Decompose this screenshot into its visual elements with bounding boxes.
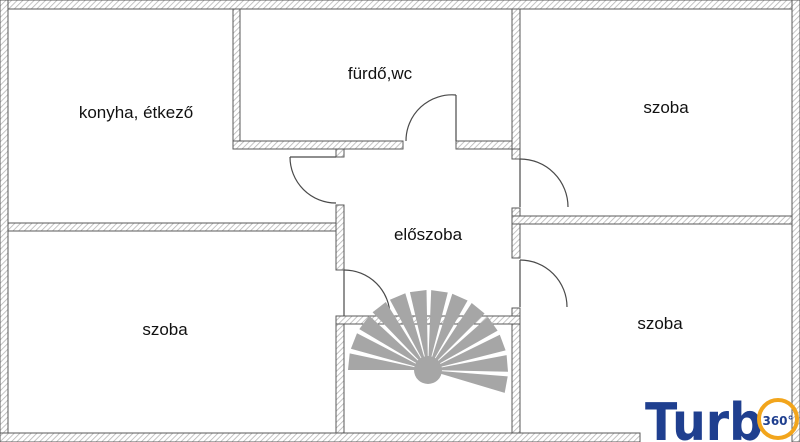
label-kitchen: konyha, étkező [79, 103, 193, 122]
wall-hall-right-top [511, 148, 521, 160]
wall-bath-bottom-right [455, 140, 521, 150]
stair-tread [359, 315, 420, 364]
label-room-left: szoba [142, 320, 188, 339]
label-hall: előszoba [394, 225, 463, 244]
wall-bath-bottom-left [232, 140, 404, 150]
wall-hall-left-top [335, 148, 345, 158]
stair-tread [438, 334, 506, 368]
doors [289, 94, 569, 317]
wall-bath-room [511, 8, 521, 150]
logo-badge-text: 360° [762, 414, 793, 428]
stair-tread [389, 293, 425, 360]
stair-tread [439, 371, 508, 393]
door-room-top-right [519, 158, 569, 208]
logo-word: Turb [645, 393, 763, 442]
label-room-top-right: szoba [643, 98, 689, 117]
door-room-bottom-right [519, 259, 568, 308]
spiral-staircase [348, 290, 508, 393]
wall-left [0, 0, 9, 442]
label-room-bottom-right: szoba [637, 314, 683, 333]
stair-tread [372, 302, 422, 362]
stair-hub [414, 356, 442, 384]
wall-bottom [0, 432, 641, 442]
stair-tread [434, 303, 485, 362]
stair-tread [409, 290, 428, 359]
wall-hall-right-bottom [511, 307, 521, 434]
stair-tread [348, 353, 417, 370]
stair-tread [437, 317, 498, 365]
wall-stair-top [335, 315, 521, 325]
wall-hall-right-mid [511, 207, 521, 259]
wall-hall-left-mid [335, 204, 345, 271]
stair-tread [439, 355, 508, 372]
door-kitchen [289, 156, 337, 204]
label-bathroom: fürdő,wc [348, 64, 413, 83]
wall-kitchen-bath [232, 8, 241, 149]
door-bathroom [405, 94, 457, 142]
room-labels: konyha, étkező fürdő,wc szoba előszoba s… [79, 64, 689, 339]
stair-tread [350, 333, 418, 367]
wall-top [0, 0, 800, 10]
wall-right [791, 0, 800, 442]
stair-tread [428, 290, 448, 359]
stair-tread [431, 293, 468, 360]
turbo-logo: Turb 360° [645, 393, 799, 442]
logo-badge-circle [757, 398, 799, 440]
wall-kitchen-bottom [7, 222, 345, 232]
wall-right-rooms [511, 215, 793, 225]
wall-hall-left-bottom [335, 315, 345, 434]
